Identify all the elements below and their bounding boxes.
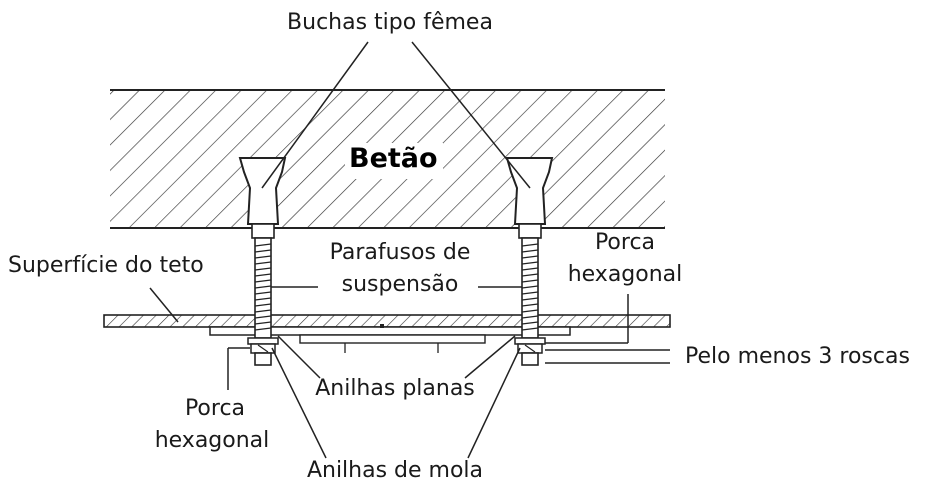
leader-lines (149, 41, 670, 459)
concrete-slab (110, 89, 665, 229)
label-pelo-menos: Pelo menos 3 roscas (685, 344, 910, 369)
label-porca-left-1: Porca (184, 396, 246, 421)
label-parafusos-2: suspensão (341, 272, 459, 297)
left-anchor-bolt (238, 157, 287, 366)
label-anilhas-planas: Anilhas planas (315, 376, 475, 401)
label-parafusos-1: Parafusos de (329, 240, 471, 265)
label-superficie: Superfície do teto (8, 253, 204, 278)
ceiling-surface (103, 314, 671, 328)
label-porca-right-2: hexagonal (567, 262, 683, 287)
label-anilhas-mola: Anilhas de mola (306, 458, 484, 483)
label-betao: Betão (349, 143, 438, 174)
label-porca-left-2: hexagonal (154, 428, 270, 453)
label-porca-right-1: Porca (594, 230, 656, 255)
label-buchas: Buchas tipo fêmea (287, 10, 493, 35)
unit-panel (209, 324, 571, 353)
